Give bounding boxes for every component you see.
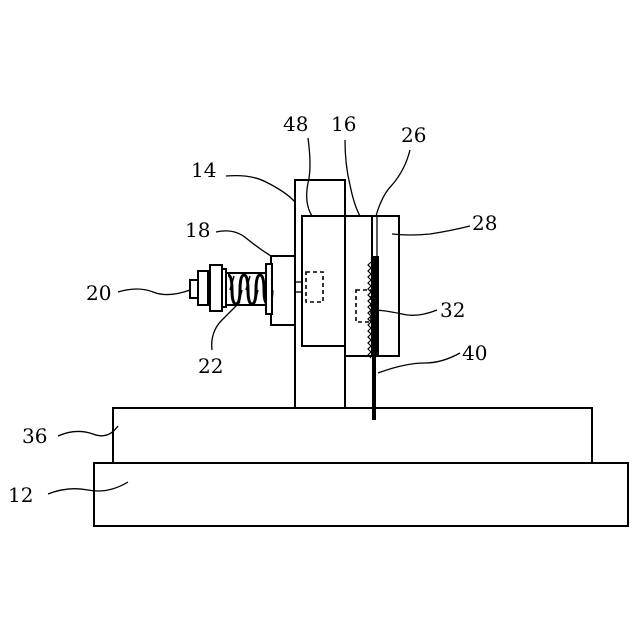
spring-seat	[266, 264, 272, 314]
bolt-tip-20	[190, 280, 198, 298]
base-plate-12	[94, 463, 628, 526]
leader-16	[345, 140, 360, 216]
leader-36	[58, 426, 118, 436]
nut-20-b	[210, 265, 222, 311]
label-18: 18	[185, 218, 210, 242]
label-40: 40	[462, 341, 487, 365]
label-28: 28	[472, 211, 497, 235]
rod-40	[372, 356, 376, 420]
leader-18	[216, 231, 271, 256]
block-48	[302, 216, 347, 346]
leader-28	[392, 226, 470, 235]
label-14: 14	[191, 158, 216, 182]
block-16	[345, 216, 372, 356]
leader-14	[226, 176, 295, 202]
label-48: 48	[283, 112, 308, 136]
leader-26	[376, 150, 410, 216]
leader-20	[118, 289, 190, 295]
label-16: 16	[331, 112, 356, 136]
label-26: 26	[401, 123, 426, 147]
label-36: 36	[22, 424, 47, 448]
label-32: 32	[440, 298, 465, 322]
platform-36	[113, 408, 592, 463]
label-20: 20	[86, 281, 111, 305]
nut-20-a	[198, 271, 208, 305]
flange-18	[271, 256, 295, 325]
label-12: 12	[8, 483, 33, 507]
label-22: 22	[198, 354, 223, 378]
